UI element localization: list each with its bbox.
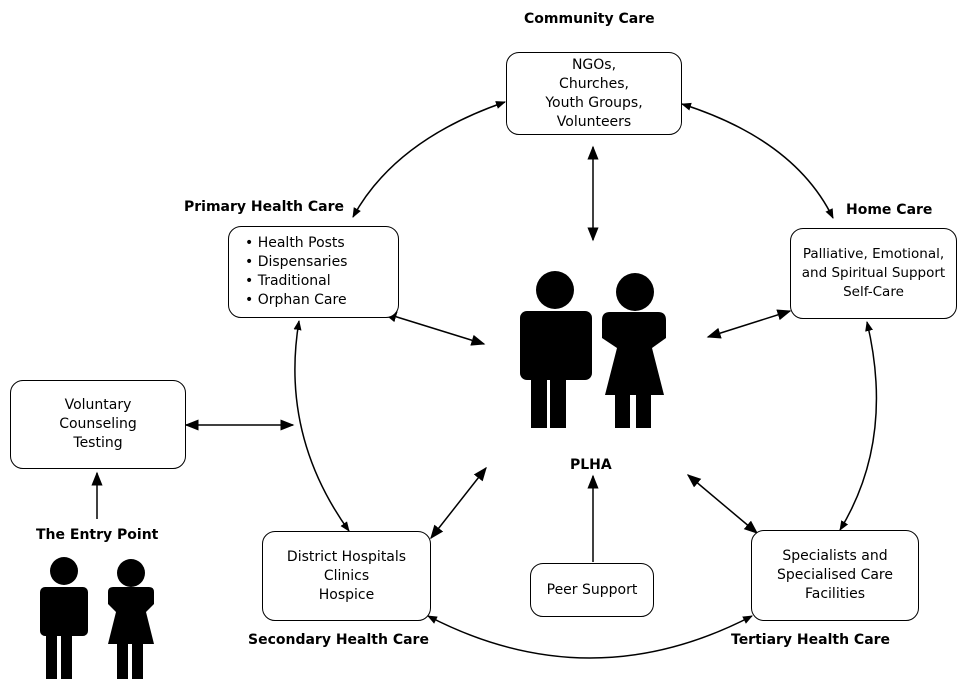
community-care-label: Community Care — [524, 11, 655, 27]
vct-line: Testing — [73, 435, 123, 451]
vct-box: Voluntary Counseling Testing — [10, 380, 186, 469]
arc-community-home — [681, 102, 834, 219]
arc-community-primary — [352, 101, 506, 218]
secondary-health-care-label: Secondary Health Care — [248, 632, 429, 648]
primary-item: • Traditional — [245, 273, 331, 289]
community-line: NGOs, — [571, 56, 617, 73]
vct-line: Voluntary — [64, 397, 132, 413]
community-line: Churches, — [559, 75, 629, 92]
plha-woman-icon — [602, 273, 666, 428]
tertiary-line: Specialised Care — [777, 567, 893, 583]
peer-line: Peer Support — [546, 581, 638, 598]
home-care-label: Home Care — [846, 202, 933, 218]
arc-home-tertiary — [839, 321, 878, 531]
home-line: Palliative, Emotional, — [802, 246, 945, 262]
primary-item: • Health Posts — [245, 235, 345, 251]
home-line: Self-Care — [843, 284, 904, 300]
spoke-secondary — [430, 466, 487, 540]
primary-health-care-box: • Health Posts • Dispensaries • Traditio… — [228, 226, 399, 318]
tertiary-health-care-box: Specialists and Specialised Care Facilit… — [751, 530, 919, 621]
community-care-box: NGOs, Churches, Youth Groups, Volunteers — [506, 52, 682, 135]
tertiary-health-care-label: Tertiary Health Care — [731, 632, 891, 648]
peer-support-box: Peer Support — [530, 563, 654, 617]
community-line: Youth Groups, — [545, 94, 643, 111]
entry-point-label: The Entry Point — [36, 527, 159, 543]
tertiary-line: Facilities — [805, 586, 865, 602]
spoke-home — [706, 309, 792, 339]
secondary-line: Hospice — [318, 586, 375, 603]
primary-item: • Dispensaries — [245, 254, 348, 270]
spoke-tertiary — [686, 474, 759, 534]
arc-primary-secondary — [293, 320, 350, 532]
community-line: Volunteers — [556, 113, 632, 130]
vct-line: Counseling — [59, 416, 137, 432]
home-line: and Spiritual Support — [801, 265, 946, 281]
plha-label: PLHA — [570, 457, 612, 473]
arc-secondary-tertiary — [427, 615, 753, 659]
primary-health-care-label: Primary Health Care — [184, 199, 345, 215]
tertiary-line: Specialists and — [782, 548, 888, 564]
home-care-box: Palliative, Emotional, and Spiritual Sup… — [790, 228, 957, 319]
plha-man-icon — [520, 271, 592, 428]
primary-item: • Orphan Care — [245, 292, 347, 308]
entry-man-icon — [40, 557, 88, 679]
secondary-line: Clinics — [323, 567, 370, 584]
spoke-primary — [382, 311, 486, 346]
secondary-line: District Hospitals — [286, 548, 407, 565]
secondary-health-care-box: District Hospitals Clinics Hospice — [262, 531, 431, 621]
entry-woman-icon — [108, 559, 154, 679]
